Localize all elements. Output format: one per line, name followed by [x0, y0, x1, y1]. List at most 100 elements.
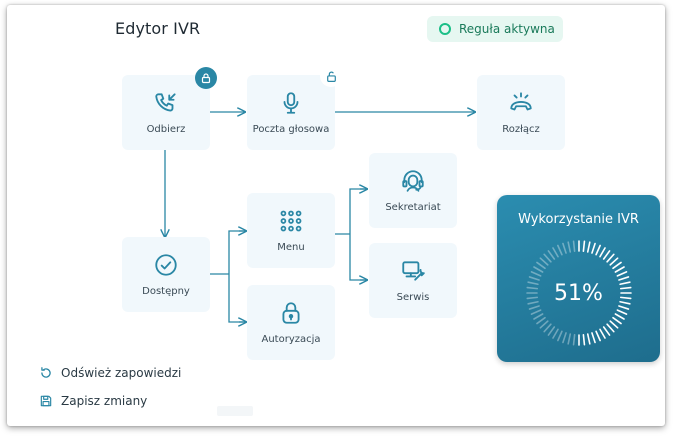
hang-up-icon	[510, 92, 532, 111]
gauge-tick-filled	[606, 323, 615, 333]
status-label: Reguła aktywna	[459, 22, 555, 36]
gauge-tick-filled	[586, 241, 591, 253]
gauge-tick-empty	[557, 330, 563, 342]
connector-menu-split	[334, 188, 366, 281]
refresh-prompts-button[interactable]: Odśwież zapowiedzi	[39, 366, 181, 380]
gauge-tick-empty	[526, 286, 539, 290]
unlocked-lock-icon[interactable]	[320, 65, 342, 87]
node-sekretariat[interactable]: Sekretariat	[369, 153, 457, 228]
node-label: Menu	[277, 242, 305, 253]
gauge-tick-empty	[543, 323, 552, 333]
gauge-tick-empty	[533, 266, 544, 273]
node-label: Rozłącz	[502, 124, 540, 135]
gauge-tick-filled	[614, 313, 625, 320]
microphone-icon	[283, 92, 299, 114]
locked-lock-icon[interactable]	[195, 67, 217, 89]
node-dostepny[interactable]: Dostępny	[122, 237, 210, 312]
gauge-tick-empty	[572, 240, 576, 253]
node-rozlacz[interactable]: Rozłącz	[477, 75, 565, 150]
gauge-tick-empty	[527, 300, 539, 305]
gauge-tick-filled	[612, 261, 622, 270]
gauge-tick-empty	[567, 241, 572, 253]
gauge-tick-empty	[536, 316, 546, 325]
gauge-tick-filled	[595, 244, 601, 256]
status-circle-icon	[439, 23, 451, 35]
gauge-tick-filled	[619, 281, 631, 286]
node-menu[interactable]: Menu	[247, 193, 335, 268]
headset-agent-icon	[402, 170, 424, 192]
gauge-tick-filled	[591, 332, 596, 344]
node-label: Autoryzacja	[261, 334, 321, 345]
gauge-tick-filled	[602, 250, 611, 260]
gauge-tick-filled	[618, 276, 630, 281]
keypad-icon	[280, 210, 302, 232]
refresh-label: Odśwież zapowiedzi	[61, 366, 182, 380]
ivr-editor-window: Edytor IVR Reguła aktywna Odbierz	[7, 5, 665, 426]
usage-title: Wykorzystanie IVR	[518, 212, 639, 227]
node-odbierz[interactable]: Odbierz	[122, 75, 210, 150]
gauge-tick-empty	[526, 296, 539, 300]
usage-value: 51%	[554, 281, 603, 306]
gauge-tick-filled	[619, 296, 632, 300]
gauge-tick-empty	[530, 309, 542, 315]
gauge-tick-empty	[543, 253, 552, 263]
save-changes-button[interactable]: Zapisz zmiany	[39, 394, 147, 408]
gauge-tick-empty	[530, 271, 542, 277]
gauge-tick-filled	[582, 333, 586, 346]
ivr-usage-card: Wykorzystanie IVR 51%	[497, 195, 660, 362]
gauge-tick-filled	[619, 300, 631, 305]
node-label: Dostępny	[142, 286, 190, 297]
gauge-tick-filled	[582, 240, 586, 253]
gauge-tick-filled	[616, 271, 628, 277]
gauge-tick-filled	[612, 316, 622, 325]
gauge-tick-filled	[609, 257, 619, 266]
gauge-tick-filled	[599, 328, 606, 339]
gauge-tick-empty	[562, 242, 567, 254]
scroll-indicator	[217, 406, 253, 416]
phone-incoming-icon	[155, 93, 176, 112]
gauge-tick-empty	[572, 333, 576, 346]
gauge-tick-empty	[528, 276, 540, 281]
save-label: Zapisz zmiany	[61, 394, 148, 408]
usage-gauge	[526, 240, 632, 346]
gauge-tick-empty	[527, 281, 539, 286]
node-poczta-glosowa[interactable]: Poczta głosowa	[247, 75, 335, 150]
gauge-tick-filled	[602, 326, 611, 336]
node-label: Poczta głosowa	[252, 124, 330, 135]
gauge-tick-filled	[614, 266, 625, 273]
padlock-icon	[282, 302, 300, 324]
gauge-tick-empty	[562, 332, 567, 344]
flow-connectors	[7, 5, 665, 426]
node-label: Serwis	[396, 292, 430, 303]
rule-status-badge[interactable]: Reguła aktywna	[427, 16, 563, 42]
save-icon	[40, 395, 52, 407]
gauge-tick-filled	[595, 330, 601, 342]
gauge-tick-empty	[552, 328, 559, 339]
gauge-tick-empty	[539, 257, 549, 266]
gauge-tick-empty	[552, 247, 559, 258]
gauge-tick-filled	[619, 286, 632, 290]
gauge-tick-empty	[533, 313, 544, 320]
gauge-tick-filled	[618, 305, 630, 310]
gauge-tick-filled	[616, 309, 628, 315]
gauge-tick-filled	[599, 247, 606, 258]
gauge-tick-filled	[609, 320, 619, 329]
node-label: Sekretariat	[385, 202, 441, 213]
node-autoryzacja[interactable]: Autoryzacja	[247, 285, 335, 360]
node-serwis[interactable]: Serwis	[369, 243, 457, 318]
gauge-tick-empty	[547, 250, 556, 260]
gauge-tick-empty	[557, 244, 563, 256]
connector-dostepny-split	[209, 230, 245, 323]
gauge-tick-empty	[528, 305, 540, 310]
gauge-tick-filled	[606, 253, 615, 263]
page-title: Edytor IVR	[115, 19, 201, 38]
check-circle-icon	[155, 254, 177, 276]
gauge-tick-empty	[536, 261, 546, 270]
gauge-tick-filled	[586, 333, 591, 345]
gauge-tick-empty	[567, 333, 572, 345]
gauge-tick-empty	[539, 320, 549, 329]
gauge-tick-empty	[547, 326, 556, 336]
refresh-icon	[41, 367, 51, 378]
service-tools-icon	[402, 261, 425, 281]
gauge-tick-filled	[591, 242, 596, 254]
